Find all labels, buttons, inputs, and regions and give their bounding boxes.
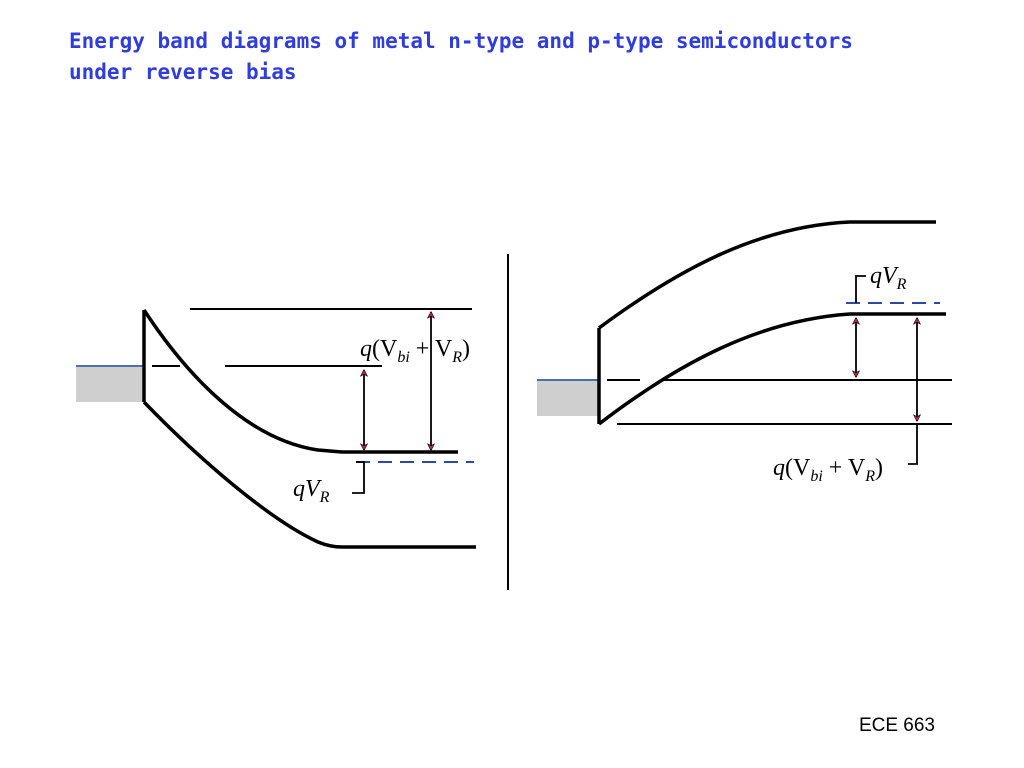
label-qvr-left: qVR [293,476,330,506]
right-diagram-p-type: qVR q(Vbi + VR) [537,220,952,485]
metal-block-right [537,380,599,416]
valence-band-left [142,400,476,549]
slide-title: Energy band diagrams of metal n-type and… [69,26,969,88]
label-qvbi-vr-left: q(Vbi + VR) [360,336,470,366]
metal-block-left [76,366,144,402]
bracket-qvr-left [352,461,365,494]
left-diagram-n-type: q(Vbi + VR) qVR [76,308,476,549]
label-qvbi-vr-right: q(Vbi + VR) [773,455,883,485]
label-qvr-right: qVR [870,263,907,293]
conduction-band-left [142,309,458,454]
bracket-qvbi-vr-right [908,424,918,465]
bracket-qvr-right [855,275,866,303]
course-footer: ECE 663 [858,715,935,736]
valence-band-right [597,312,946,426]
title-line-1: Energy band diagrams of metal n-type and… [69,29,853,53]
title-line-2: under reverse bias [69,60,297,84]
conduction-band-right [597,220,936,330]
